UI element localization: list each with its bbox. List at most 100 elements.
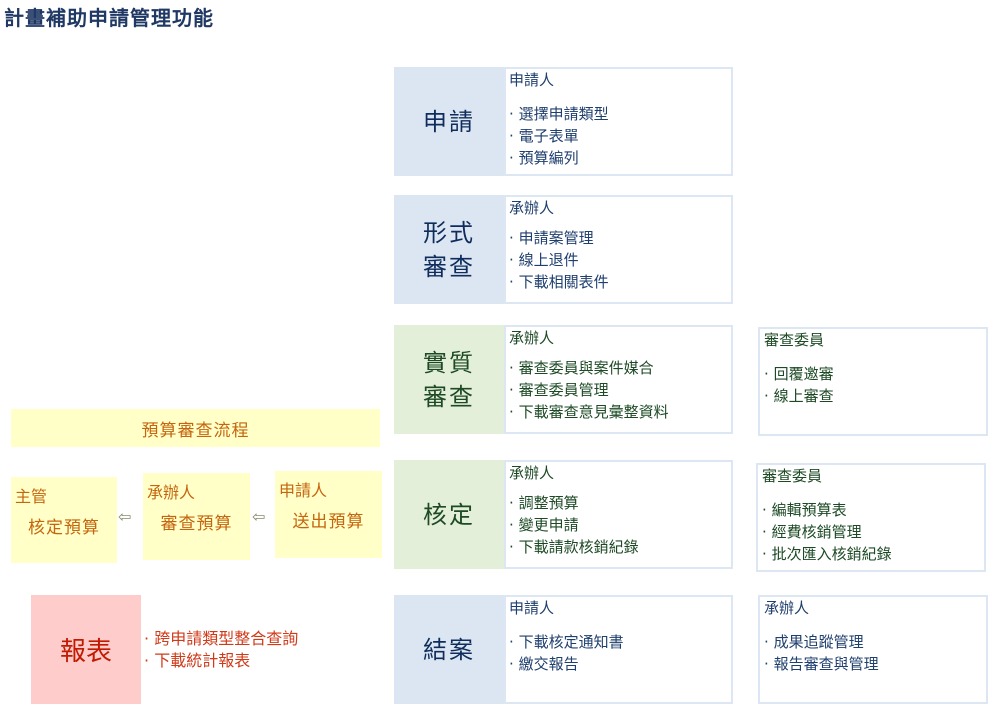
role-label: 承辦人 (509, 464, 555, 482)
stage-label-2[interactable]: 實質審查 (394, 325, 504, 434)
function-item-label: 下載請款核銷紀錄 (518, 538, 639, 556)
bullet: · (509, 381, 514, 399)
role-label: 承辦人 (764, 599, 810, 617)
role-panel: 申請人· 選擇申請類型· 電子表單· 預算編列 (504, 67, 733, 176)
budget-flow-title: 預算審查流程 (11, 409, 380, 447)
function-item-label: 預算編列 (518, 149, 579, 167)
role-panel: 承辦人· 申請案管理· 線上退件· 下載相關表件 (504, 195, 733, 304)
function-item[interactable]: · 下載相關表件 (509, 271, 731, 293)
stage-label-text: 審查 (423, 382, 475, 411)
bullet: · (144, 651, 150, 670)
function-item[interactable]: · 報告審查與管理 (764, 653, 986, 675)
role-panel: 承辦人· 成果追蹤管理· 報告審查與管理 (758, 595, 988, 704)
function-item-label: 線上退件 (518, 251, 579, 269)
report-item-label: 下載統計報表 (154, 651, 251, 670)
function-item[interactable]: · 下載請款核銷紀錄 (509, 536, 731, 558)
function-item-label: 電子表單 (518, 127, 579, 145)
function-item[interactable]: · 繳交報告 (509, 653, 731, 675)
flow-step-action: 送出預算 (292, 512, 365, 532)
function-item[interactable]: · 成果追蹤管理 (764, 631, 986, 653)
report-block[interactable]: 報表 (31, 595, 141, 704)
function-item-label: 下載審查意見彙整資料 (518, 403, 669, 421)
function-item[interactable]: · 調整預算 (509, 492, 731, 514)
function-item-label: 選擇申請類型 (518, 105, 609, 123)
report-items: · 跨申請類型整合查詢 · 下載統計報表 (144, 628, 298, 672)
function-item[interactable]: · 選擇申請類型 (509, 103, 731, 125)
flow-step-officer: 承辦人 審查預算 (143, 473, 250, 560)
function-item[interactable]: · 預算編列 (509, 147, 731, 169)
function-item[interactable]: · 下載核定通知書 (509, 631, 731, 653)
bullet: · (144, 629, 150, 648)
page-title: 計畫補助申請管理功能 (4, 6, 214, 30)
stage-label-1[interactable]: 形式審查 (394, 195, 504, 304)
function-item-label: 編輯預算表 (771, 501, 847, 519)
function-item-label: 調整預算 (518, 494, 579, 512)
stage-label-text: 形式 (423, 218, 475, 247)
role-panel: 審查委員· 回覆邀審· 線上審查 (758, 327, 988, 436)
flow-step-applicant: 申請人 送出預算 (275, 471, 382, 558)
role-label: 承辦人 (509, 199, 555, 217)
role-label: 審查委員 (764, 331, 825, 349)
stage-label-4[interactable]: 結案 (394, 595, 504, 704)
role-panel: 承辦人· 調整預算· 變更申請· 下載請款核銷紀錄 (504, 460, 733, 569)
bullet: · (762, 501, 767, 519)
bullet: · (509, 149, 514, 167)
bullet: · (764, 655, 769, 673)
report-item[interactable]: · 跨申請類型整合查詢 (144, 628, 298, 650)
bullet: · (509, 655, 514, 673)
function-item-label: 回覆邀審 (773, 365, 834, 383)
flow-step-supervisor: 主管 核定預算 (11, 477, 117, 563)
bullet: · (509, 359, 514, 377)
stage-label-text: 核定 (423, 500, 475, 529)
function-item[interactable]: · 變更申請 (509, 514, 731, 536)
function-item-label: 審查委員與案件媒合 (518, 359, 654, 377)
bullet: · (762, 523, 767, 541)
flow-step-role: 申請人 (279, 481, 328, 500)
function-item-label: 經費核銷管理 (771, 523, 862, 541)
function-item[interactable]: · 編輯預算表 (762, 499, 984, 521)
role-panel: 承辦人· 審查委員與案件媒合· 審查委員管理· 下載審查意見彙整資料 (504, 325, 733, 434)
function-item[interactable]: · 下載審查意見彙整資料 (509, 401, 731, 423)
left-arrow-icon: ⇦ (252, 507, 266, 526)
bullet: · (509, 251, 514, 269)
role-label: 申請人 (509, 599, 555, 617)
bullet: · (509, 105, 514, 123)
flow-step-action: 核定預算 (28, 518, 100, 538)
bullet: · (509, 494, 514, 512)
bullet: · (509, 633, 514, 651)
function-item[interactable]: · 經費核銷管理 (762, 521, 984, 543)
budget-flow-title-text: 預算審查流程 (141, 420, 250, 441)
bullet: · (509, 127, 514, 145)
bullet: · (762, 545, 767, 563)
bullet: · (509, 229, 514, 247)
function-item-label: 成果追蹤管理 (773, 633, 864, 651)
function-item[interactable]: · 申請案管理 (509, 227, 731, 249)
bullet: · (509, 273, 514, 291)
flow-step-action: 審查預算 (160, 514, 233, 534)
stage-label-0[interactable]: 申請 (394, 67, 504, 176)
bullet: · (509, 516, 514, 534)
role-label: 審查委員 (762, 467, 823, 485)
function-item[interactable]: · 審查委員管理 (509, 379, 731, 401)
report-item[interactable]: · 下載統計報表 (144, 650, 298, 672)
bullet: · (764, 387, 769, 405)
function-item[interactable]: · 線上審查 (764, 385, 986, 407)
function-item-label: 下載相關表件 (518, 273, 609, 291)
function-item-label: 批次匯入核銷紀錄 (771, 545, 892, 563)
function-item[interactable]: · 批次匯入核銷紀錄 (762, 543, 984, 565)
report-label: 報表 (59, 637, 112, 667)
role-label: 承辦人 (509, 329, 555, 347)
stage-label-text: 審查 (423, 252, 475, 281)
role-label: 申請人 (509, 71, 555, 89)
bullet: · (764, 365, 769, 383)
role-panel: 申請人 · 下載核定通知書· 繳交報告 (504, 595, 733, 704)
function-item[interactable]: · 審查委員與案件媒合 (509, 357, 731, 379)
stage-label-3[interactable]: 核定 (394, 460, 504, 569)
function-item[interactable]: · 回覆邀審 (764, 363, 986, 385)
left-arrow-icon: ⇦ (118, 507, 132, 526)
function-item-label: 審查委員管理 (518, 381, 609, 399)
function-item[interactable]: · 線上退件 (509, 249, 731, 271)
bullet: · (509, 538, 514, 556)
function-item-label: 變更申請 (518, 516, 579, 534)
function-item[interactable]: · 電子表單 (509, 125, 731, 147)
